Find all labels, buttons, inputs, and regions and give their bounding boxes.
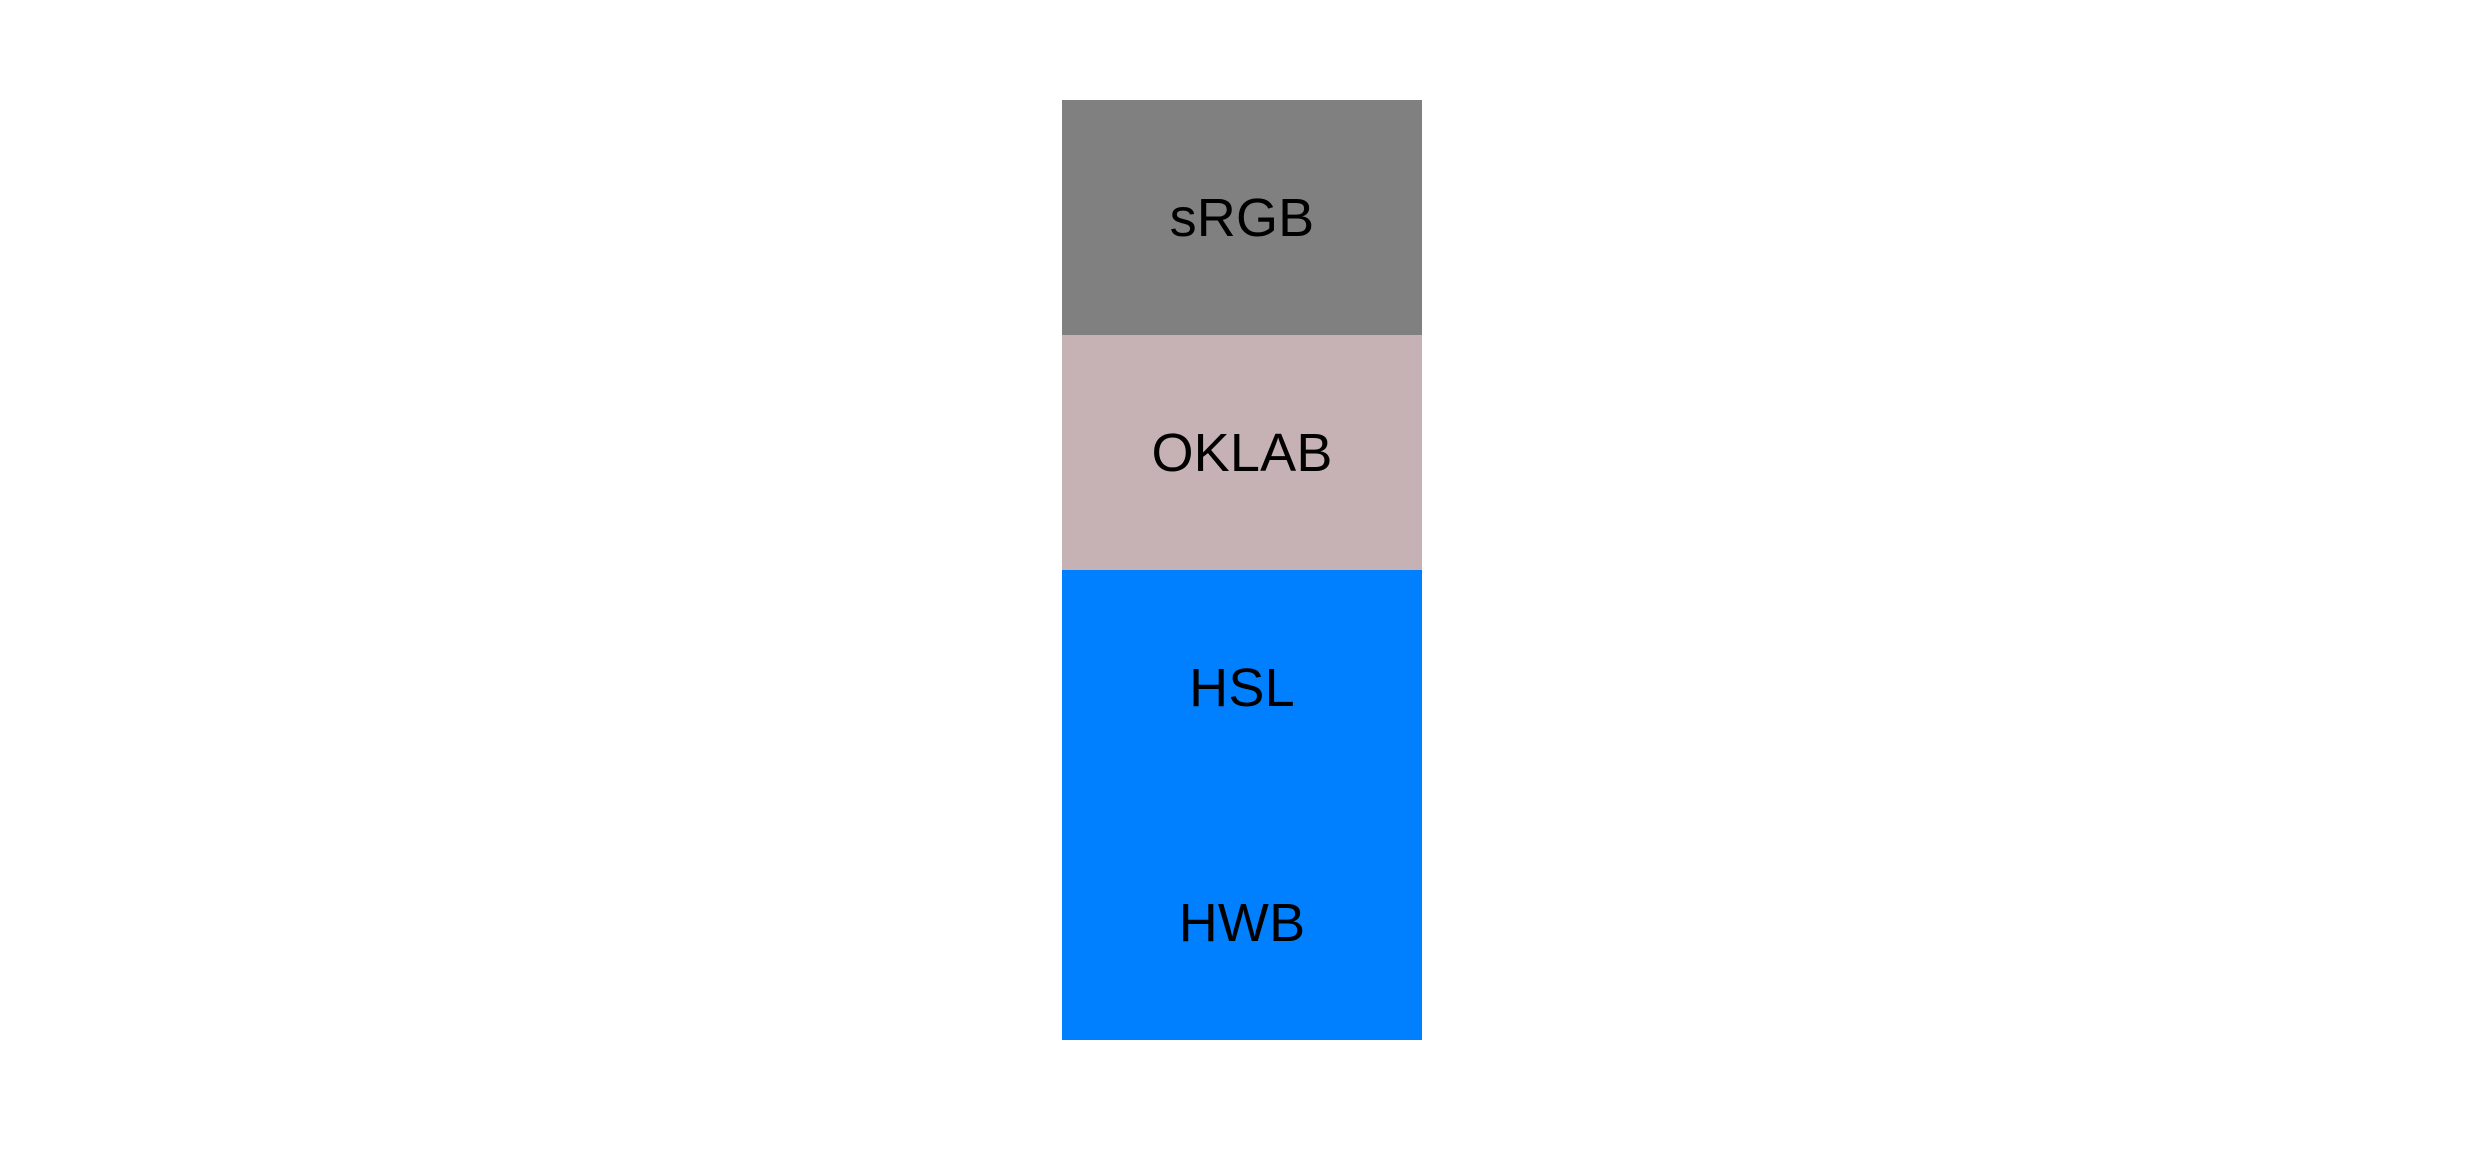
- swatch-label-hwb: HWB: [1178, 892, 1306, 953]
- swatch-band-hwb: HWB: [1062, 805, 1422, 1040]
- swatch-band-hsl: HSL: [1062, 570, 1422, 805]
- swatch-band-oklab: OKLAB: [1062, 335, 1422, 570]
- swatch-band-srgb: sRGB: [1062, 100, 1422, 335]
- swatch-label-hsl: HSL: [1189, 657, 1295, 718]
- swatch-label-oklab: OKLAB: [1151, 422, 1333, 483]
- swatch-label-srgb: sRGB: [1169, 187, 1315, 248]
- color-space-swatch-stack: sRGB OKLAB HSL HWB: [1062, 100, 1422, 1040]
